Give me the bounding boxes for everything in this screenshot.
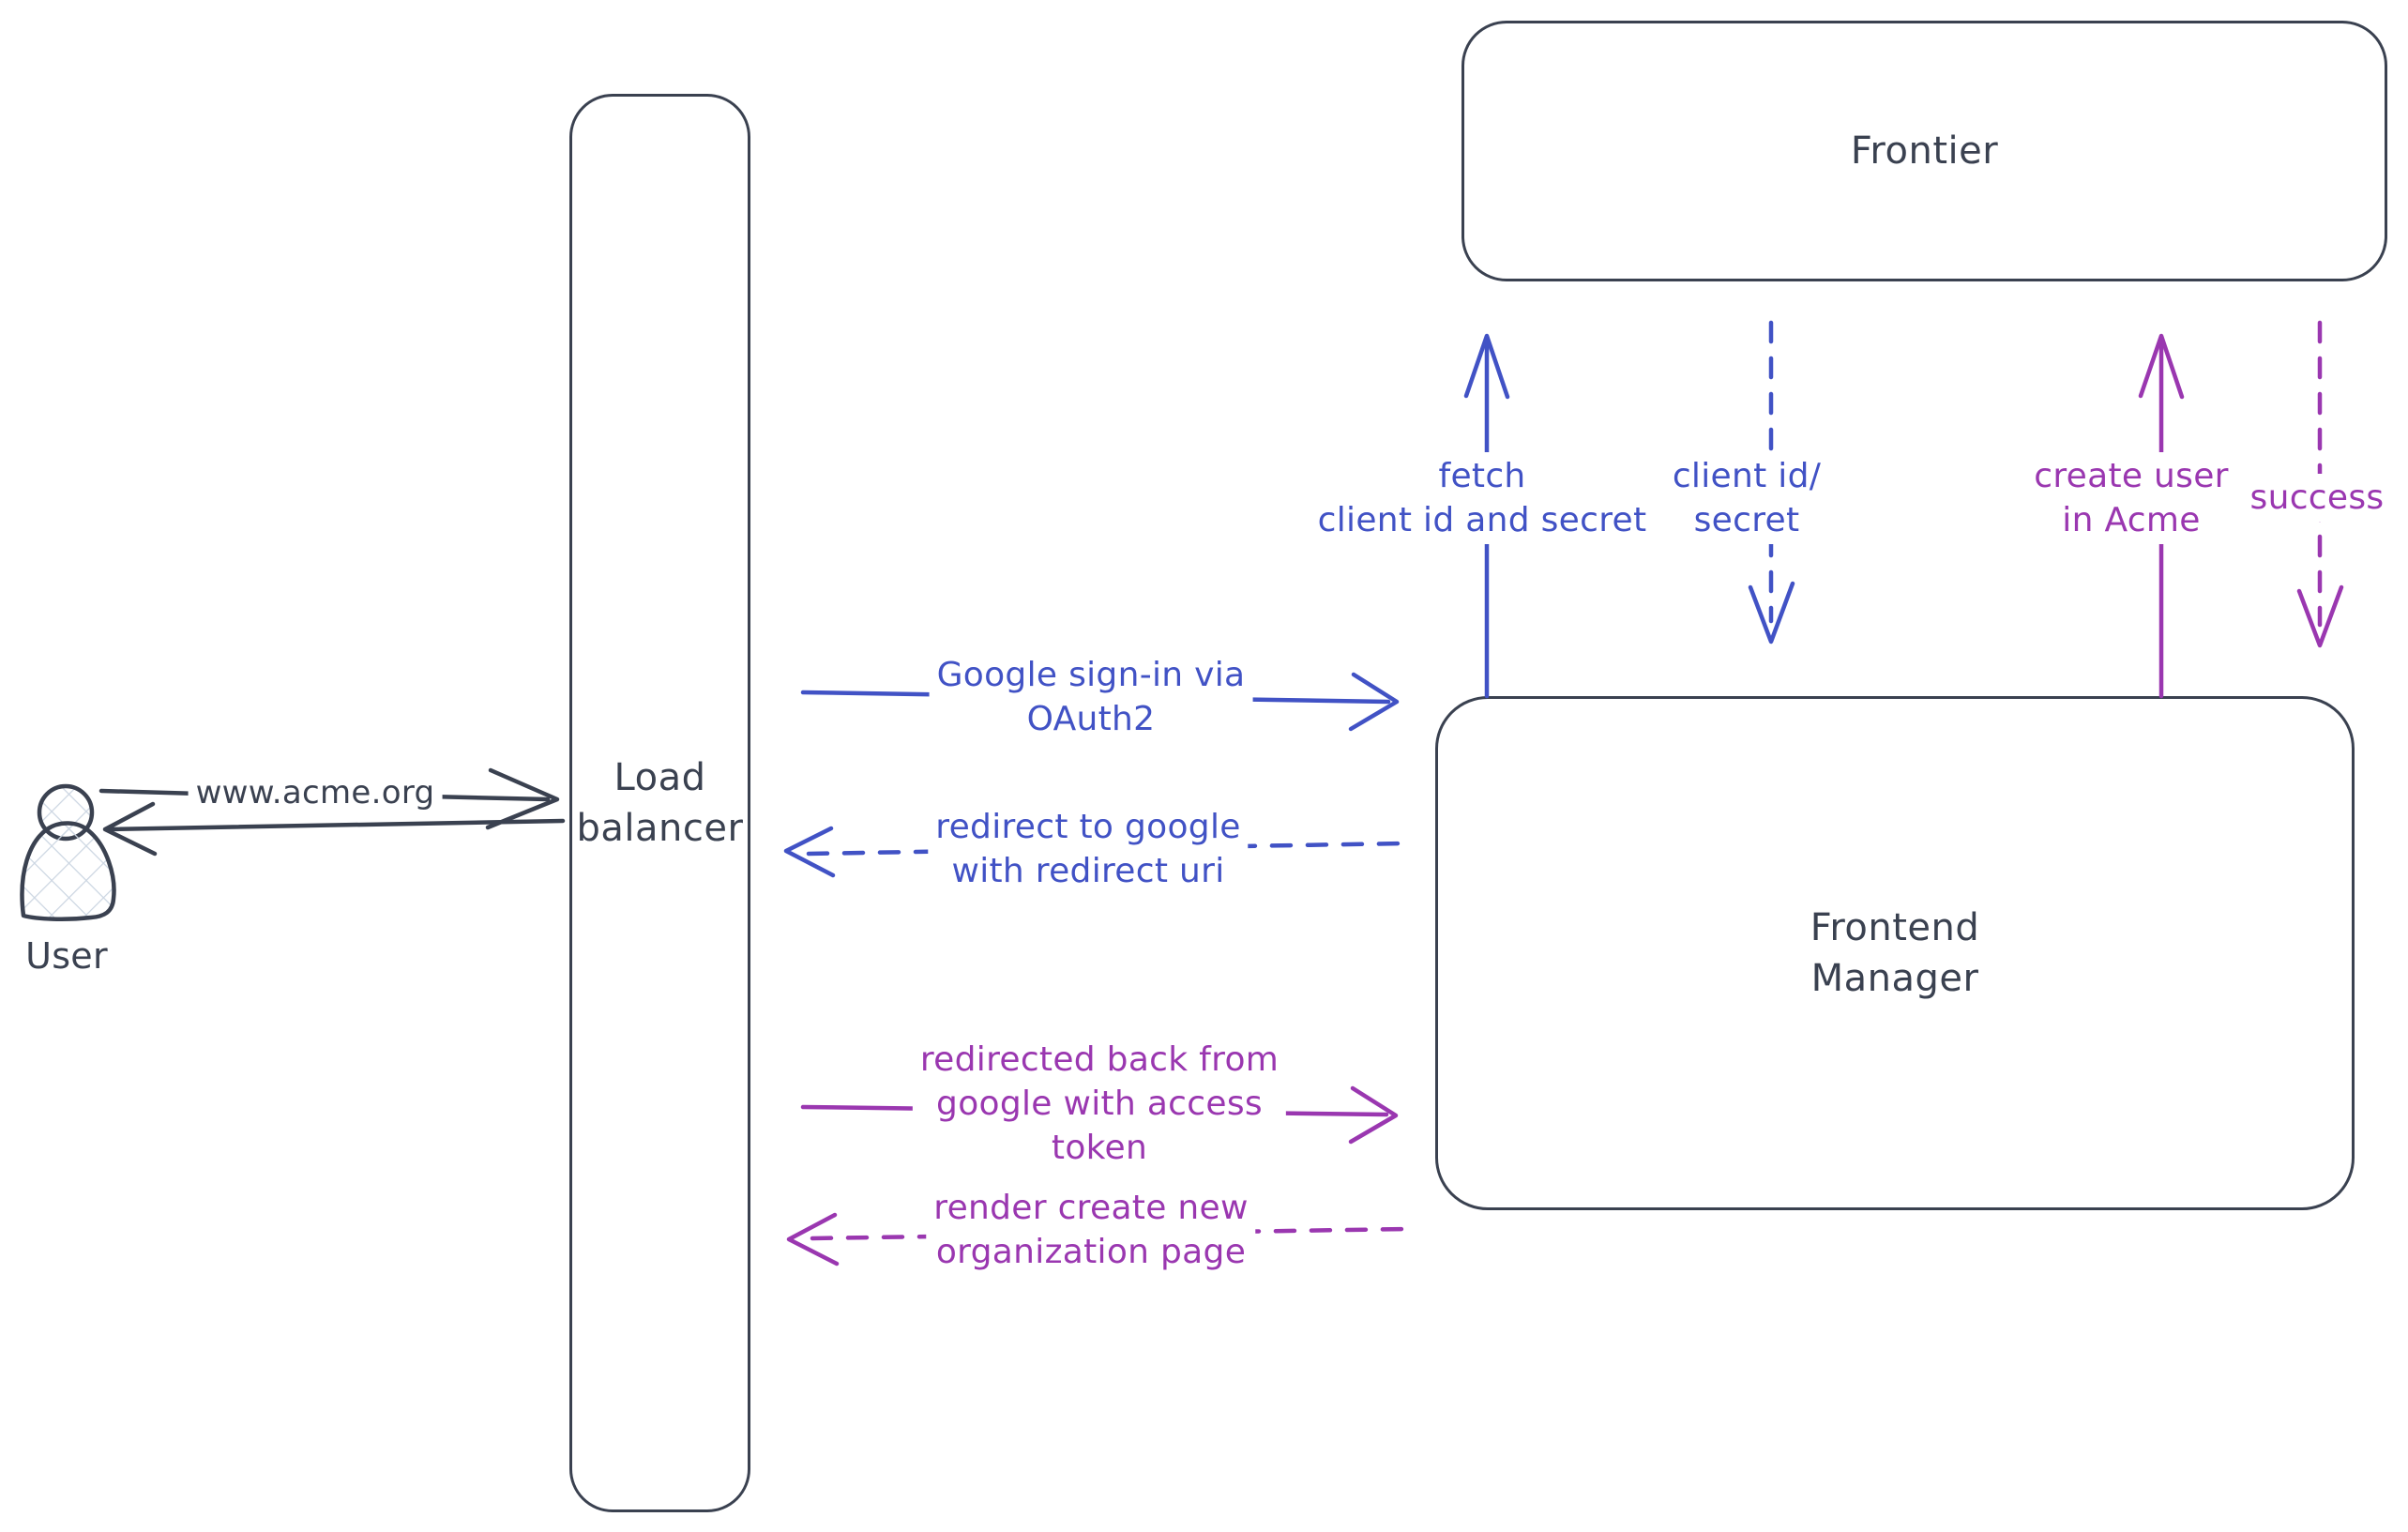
arrow-shaft (427, 794, 551, 802)
create-user-label: create user in Acme (2026, 452, 2236, 544)
arrow-head (1463, 333, 1510, 400)
load-balancer-box: Load balancer (569, 94, 750, 1512)
arrow-head (1348, 672, 1400, 732)
arrow-www (98, 767, 560, 830)
www-acme-label: www.acme.org (188, 769, 443, 817)
fetch-secret-label: fetch client id and secret (1310, 452, 1655, 544)
frontier-label: Frontier (1850, 129, 1999, 173)
load-balancer-label: Load balancer (576, 756, 744, 850)
arrow-head (102, 801, 158, 857)
user-body (20, 821, 116, 921)
arrow-shaft (98, 788, 202, 796)
arrow-head (2296, 584, 2344, 648)
render-page-label: render create new organization page (926, 1184, 1256, 1276)
frontend-manager-label: Frontend Manager (1810, 906, 1980, 1000)
arrow-head (786, 1212, 840, 1267)
arrow-shaft (105, 818, 566, 832)
frontier-box: Frontier (1461, 21, 2387, 281)
arrow-head (1748, 581, 1795, 645)
arrow-return-to-user (102, 801, 566, 857)
arrow-head (1348, 1085, 1399, 1145)
user-icon (20, 783, 116, 921)
arrow-head (2138, 333, 2185, 400)
arrow-head (783, 826, 836, 878)
success-label: success (2242, 474, 2392, 522)
user-name-label: User (25, 935, 108, 977)
redirect-label: redirect to google with redirect uri (928, 803, 1249, 895)
google-signin-label: Google sign-in via OAuth2 (929, 651, 1253, 743)
client-id-secret-label: client id/ secret (1664, 452, 1829, 544)
redirected-back-label: redirected back from google with access … (912, 1036, 1287, 1172)
arrow-head (485, 767, 560, 830)
frontend-manager-box: Frontend Manager (1435, 696, 2355, 1210)
